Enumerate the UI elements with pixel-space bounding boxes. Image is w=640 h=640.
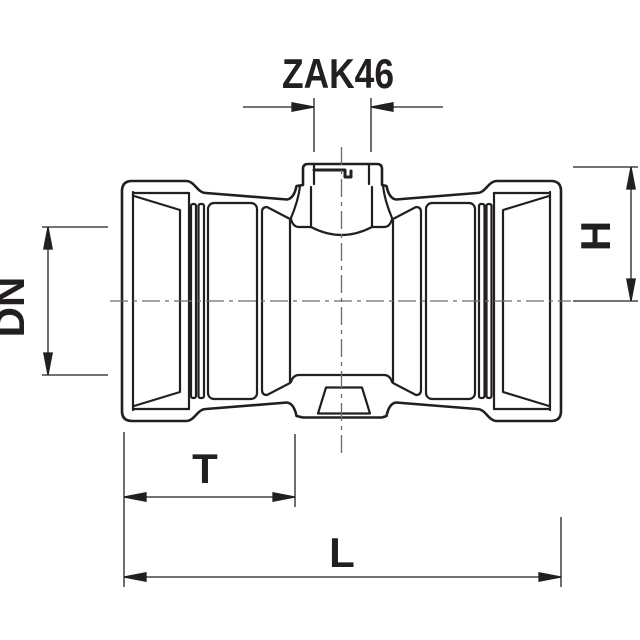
dn-arrow-bottom xyxy=(43,352,53,376)
dimension-lines xyxy=(42,98,638,587)
dimension-t xyxy=(123,432,296,587)
boss-bore-walls xyxy=(309,185,374,229)
dim-label-t: T xyxy=(192,445,218,492)
boss-bore-floor xyxy=(289,217,394,229)
centerlines xyxy=(110,147,571,457)
h-arrow-bottom xyxy=(626,278,636,302)
dimension-zak46 xyxy=(243,98,443,152)
zak46-arrow-right xyxy=(370,102,394,112)
dim-label-zak46: ZAK46 xyxy=(282,50,394,97)
l-arrow-right xyxy=(538,572,562,582)
boss-shoulder-inner-right xyxy=(381,184,394,220)
h-arrow-top xyxy=(626,166,636,190)
zak46-arrow-left xyxy=(291,102,315,112)
bottom-lug xyxy=(316,386,372,415)
t-arrow-right xyxy=(272,492,296,502)
socket-left-ceiling xyxy=(131,191,191,411)
dimension-h xyxy=(573,166,638,302)
dim-label-dn: DN xyxy=(0,277,33,338)
dim-label-h: H xyxy=(572,221,619,251)
plug-shank-lines xyxy=(312,163,371,186)
top-boss xyxy=(289,163,394,237)
t-arrow-left xyxy=(123,492,147,502)
dimension-dn xyxy=(42,226,108,376)
l-arrow-left xyxy=(123,572,147,582)
dn-extension-lines xyxy=(42,226,108,376)
boss-shoulder-inner-left xyxy=(289,184,302,220)
h-extension-lines xyxy=(573,166,638,302)
dimension-l xyxy=(123,517,562,587)
dimension-labels: ZAK46 DN H T L xyxy=(0,50,619,576)
plug-slot xyxy=(312,168,353,179)
socket-right-ceiling xyxy=(492,191,552,411)
dn-arrow-top xyxy=(43,226,53,250)
dim-label-l: L xyxy=(329,529,355,576)
